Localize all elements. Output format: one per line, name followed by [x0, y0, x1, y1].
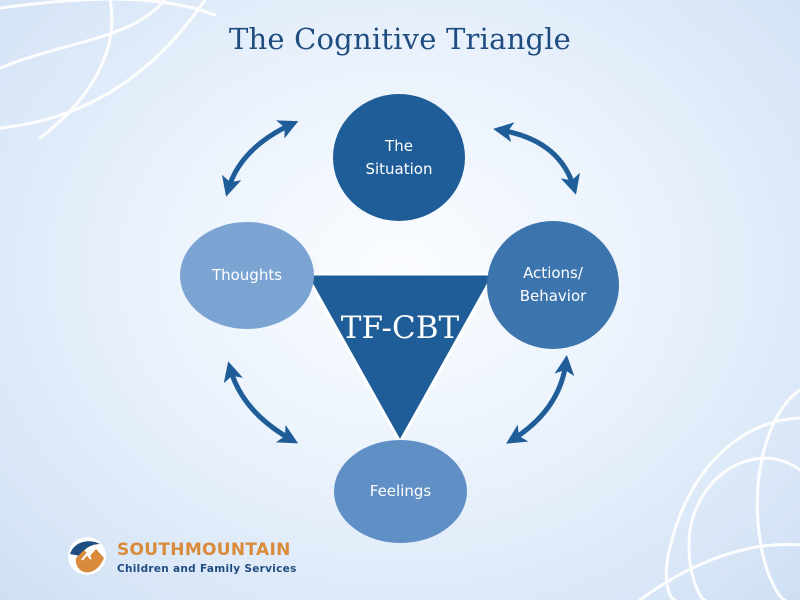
arrow-situation-actions — [493, 122, 580, 195]
node-actions-label: Actions/ Behavior — [519, 264, 587, 305]
page-title: The Cognitive Triangle — [228, 22, 572, 56]
center-triangle — [303, 272, 497, 446]
node-thoughts-label: Thoughts — [211, 266, 283, 284]
logo-name: SOUTHMOUNTAIN — [117, 540, 291, 560]
node-feelings-label: Feelings — [369, 482, 432, 500]
arrow-thoughts-feelings — [223, 361, 299, 444]
node-situation-label: The Situation — [365, 136, 433, 178]
node-situation: The Situation — [333, 94, 465, 221]
node-actions: Actions/ Behavior — [487, 221, 619, 349]
node-thoughts: Thoughts — [180, 222, 314, 329]
arrow-thoughts-situation — [221, 120, 299, 197]
southmountain-logo-icon — [68, 537, 106, 575]
arrow-actions-feelings — [506, 355, 575, 444]
node-feelings: Feelings — [334, 440, 467, 543]
center-label: TF-CBT — [340, 310, 460, 346]
logo-subtitle: Children and Family Services — [117, 563, 297, 575]
